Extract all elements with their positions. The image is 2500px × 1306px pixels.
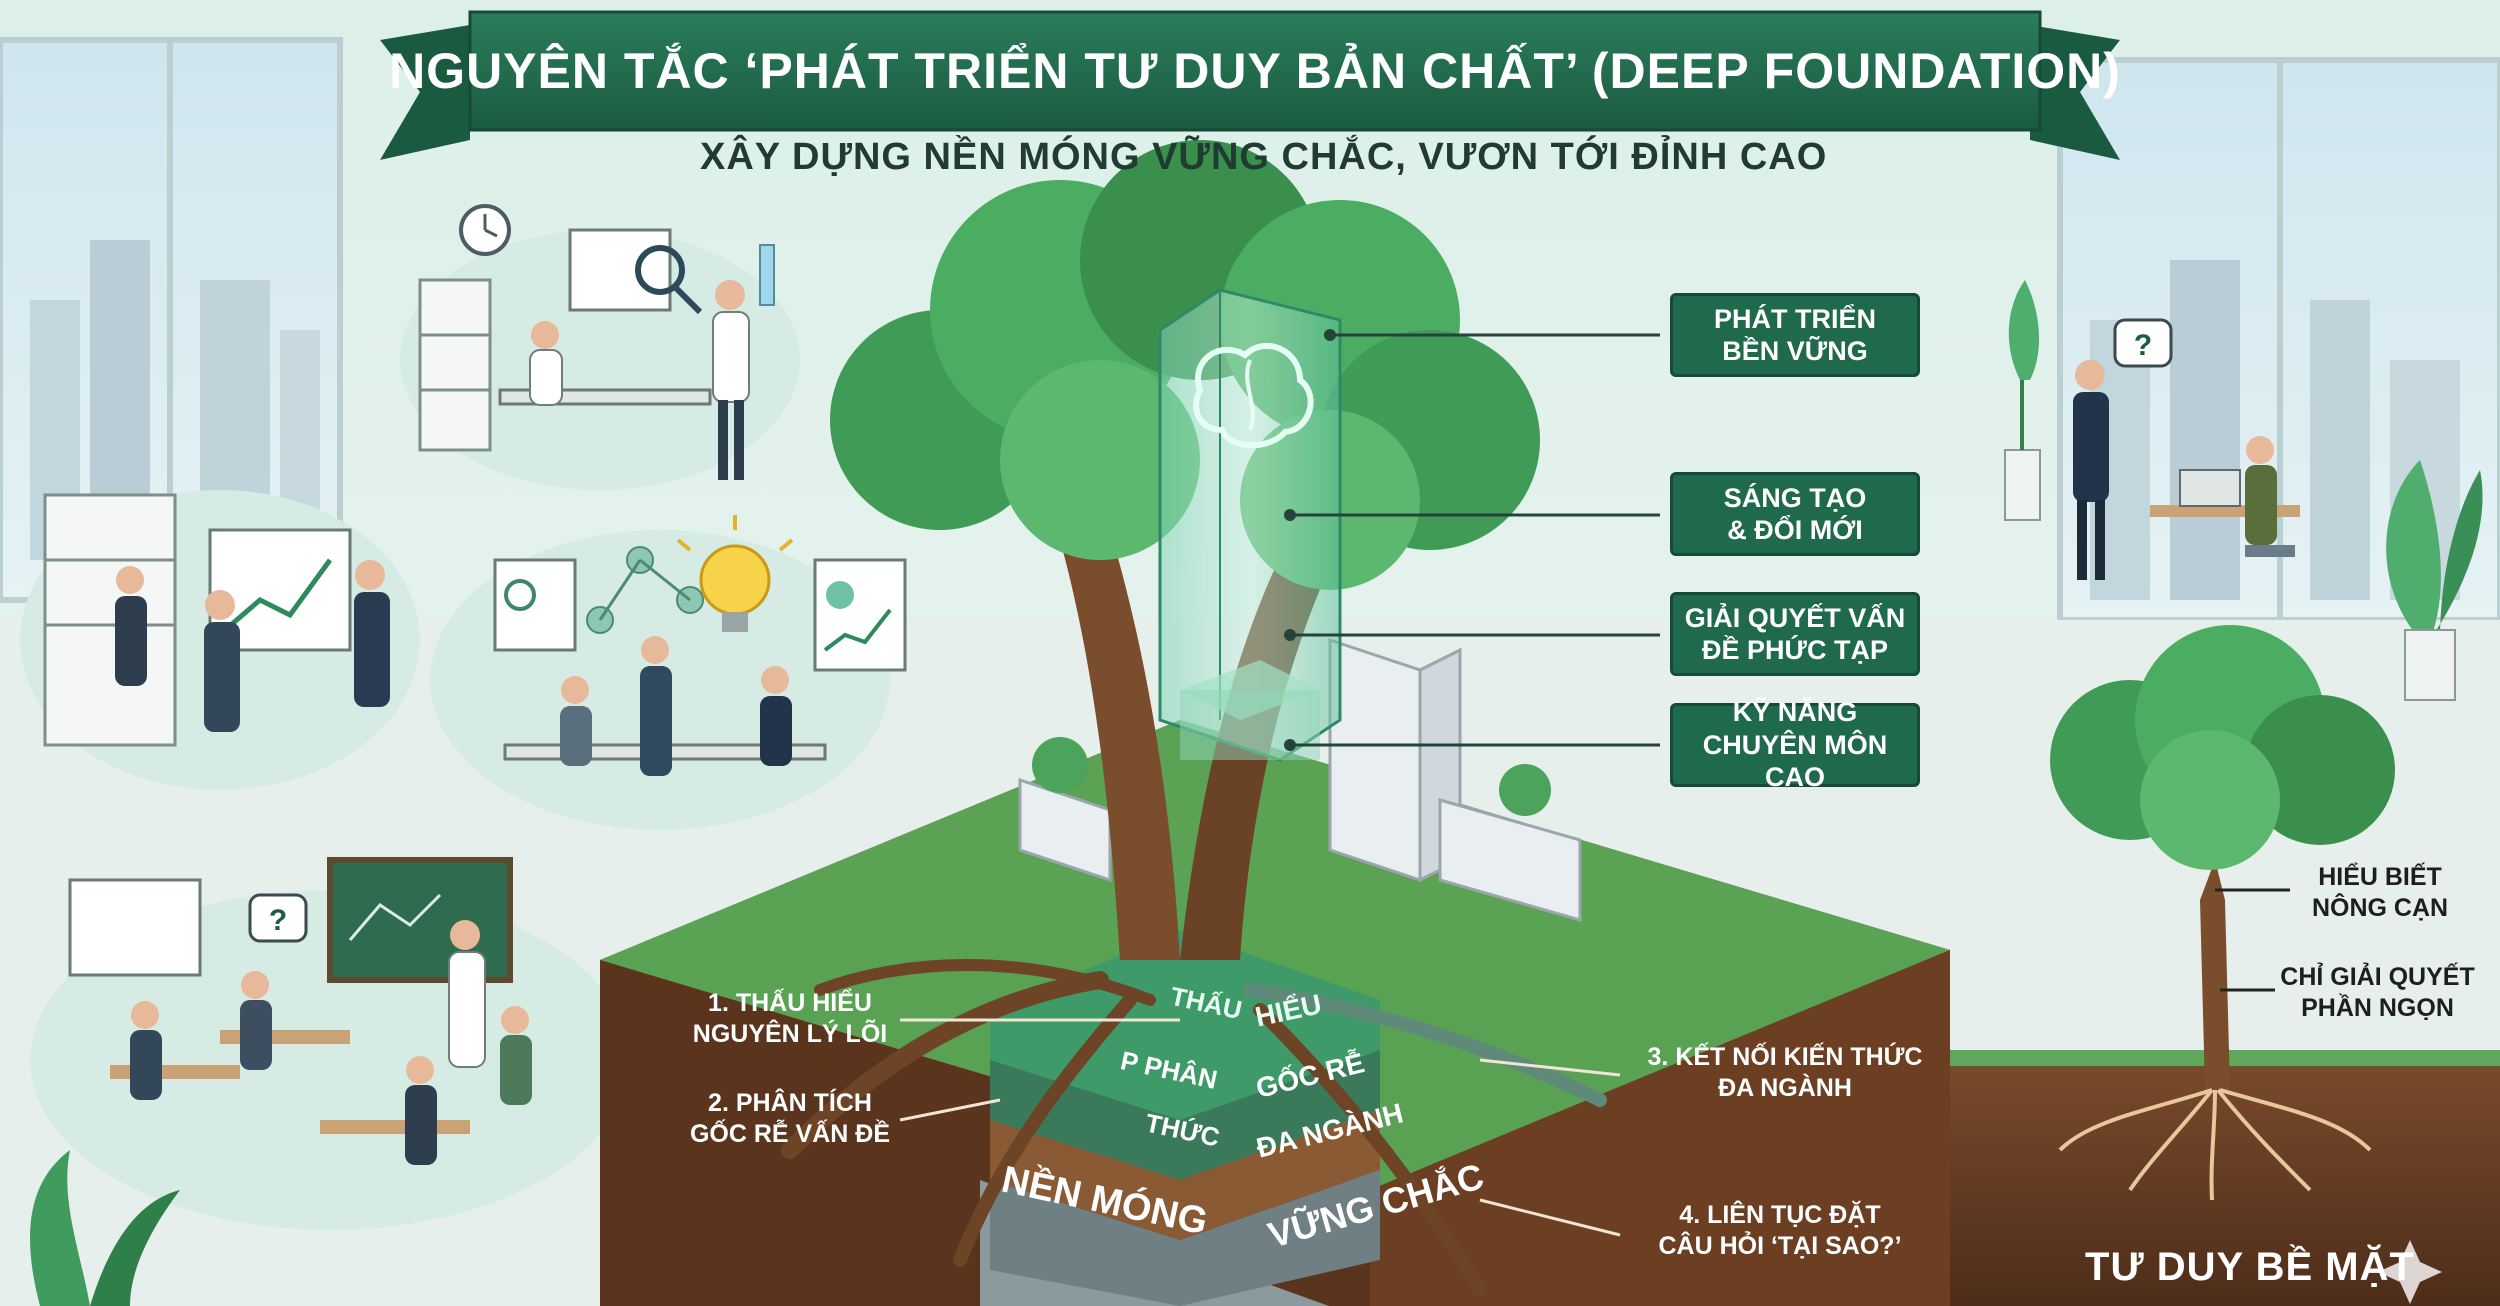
brain-icon [1193, 342, 1314, 449]
benefit-line2: BỀN VỮNG [1722, 336, 1868, 366]
svg-text:?: ? [269, 904, 287, 937]
page-title: NGUYÊN TẮC ‘PHÁT TRIỂN TƯ DUY BẢN CHẤT’ … [389, 43, 2121, 99]
question-icon: ? [2113, 318, 2173, 368]
benefit-line1: PHÁT TRIỂN [1714, 303, 1876, 334]
root-line2: GỐC RỄ VẤN ĐỀ [689, 1120, 891, 1149]
benefit-line2: ĐỀ PHỨC TẠP [1702, 635, 1888, 665]
lab-scene [400, 204, 800, 490]
root-line2: CÂU HỎI ‘TẠI SAO?’ [1658, 1232, 1902, 1261]
root-label-ask-why: 4. LIÊN TỤC ĐẶT CÂU HỎI ‘TẠI SAO?’ [1620, 1200, 1940, 1263]
root-line1: 3. KẾT NỐI KIẾN THỨC [1647, 1043, 1923, 1071]
classroom-scene: ? [30, 857, 630, 1306]
benefit-complex-problems: GIẢI QUYẾT VẤN ĐỀ PHỨC TẠP [1670, 592, 1920, 676]
root-line2: ĐA NGÀNH [1718, 1074, 1852, 1103]
benefit-line2: CHUYÊN MÔN CAO [1702, 729, 1888, 793]
root-line1: 4. LIÊN TỤC ĐẶT [1679, 1201, 1881, 1229]
question-icon: ? [248, 893, 308, 943]
surface-thinking-panel [1950, 625, 2500, 1306]
surface-note-tip: CHỈ GIẢI QUYẾT PHẦN NGỌN [2265, 962, 2490, 1025]
sparkle-icon [2378, 1240, 2442, 1304]
magnifier-icon [635, 245, 685, 295]
root-line1: 2. PHÂN TÍCH [708, 1089, 872, 1117]
office-scene: ? [2004, 280, 2483, 701]
surface-note-line2: PHẦN NGỌN [2301, 994, 2454, 1023]
root-label-core-principles: 1. THẤU HIỂU NGUYÊN LÝ LÕI [660, 988, 920, 1051]
root-line1: 1. THẤU HIỂU [708, 989, 872, 1017]
benefit-creativity: SÁNG TẠO & ĐỔI MỚI [1670, 472, 1920, 556]
surface-note-line2: NÔNG CẠN [2311, 894, 2449, 923]
surface-note-line1: HIỂU BIẾT [2318, 863, 2442, 891]
title-banner: NGUYÊN TẮC ‘PHÁT TRIỂN TƯ DUY BẢN CHẤT’ … [389, 12, 2120, 130]
root-label-root-analysis: 2. PHÂN TÍCH GỐC RỄ VẤN ĐỀ [660, 1088, 920, 1151]
surface-thinking-title: TƯ DUY BỀ MẶT [2085, 1245, 2415, 1289]
meeting-scene [20, 490, 420, 790]
benefit-line1: KỸ NĂNG [1732, 697, 1858, 728]
svg-text:?: ? [2134, 329, 2152, 362]
title-banner-shape [380, 10, 2120, 160]
central-diagram [600, 140, 1950, 1306]
benefit-expert-skills: KỸ NĂNG CHUYÊN MÔN CAO [1670, 697, 1920, 792]
benefit-line2: & ĐỔI MỚI [1727, 515, 1863, 545]
root-line2: NGUYÊN LÝ LÕI [692, 1020, 888, 1049]
surface-note-shallow: HIỂU BIẾT NÔNG CẠN [2280, 862, 2480, 925]
benefit-line1: SÁNG TẠO [1723, 482, 1867, 513]
collaboration-scene [430, 515, 907, 830]
benefit-line1: GIẢI QUYẾT VẤN [1684, 602, 1906, 633]
root-label-interdisciplinary: 3. KẾT NỐI KIẾN THỨC ĐA NGÀNH [1620, 1042, 1950, 1105]
lightbulb-icon [676, 515, 794, 632]
page-subtitle: XÂY DỰNG NỀN MÓNG VỮNG CHẮC, VƯƠN TỚI ĐỈ… [700, 136, 1828, 178]
benefit-sustainable-growth: PHÁT TRIỂN BỀN VỮNG [1670, 293, 1920, 377]
surface-note-line1: CHỈ GIẢI QUYẾT [2280, 963, 2475, 991]
